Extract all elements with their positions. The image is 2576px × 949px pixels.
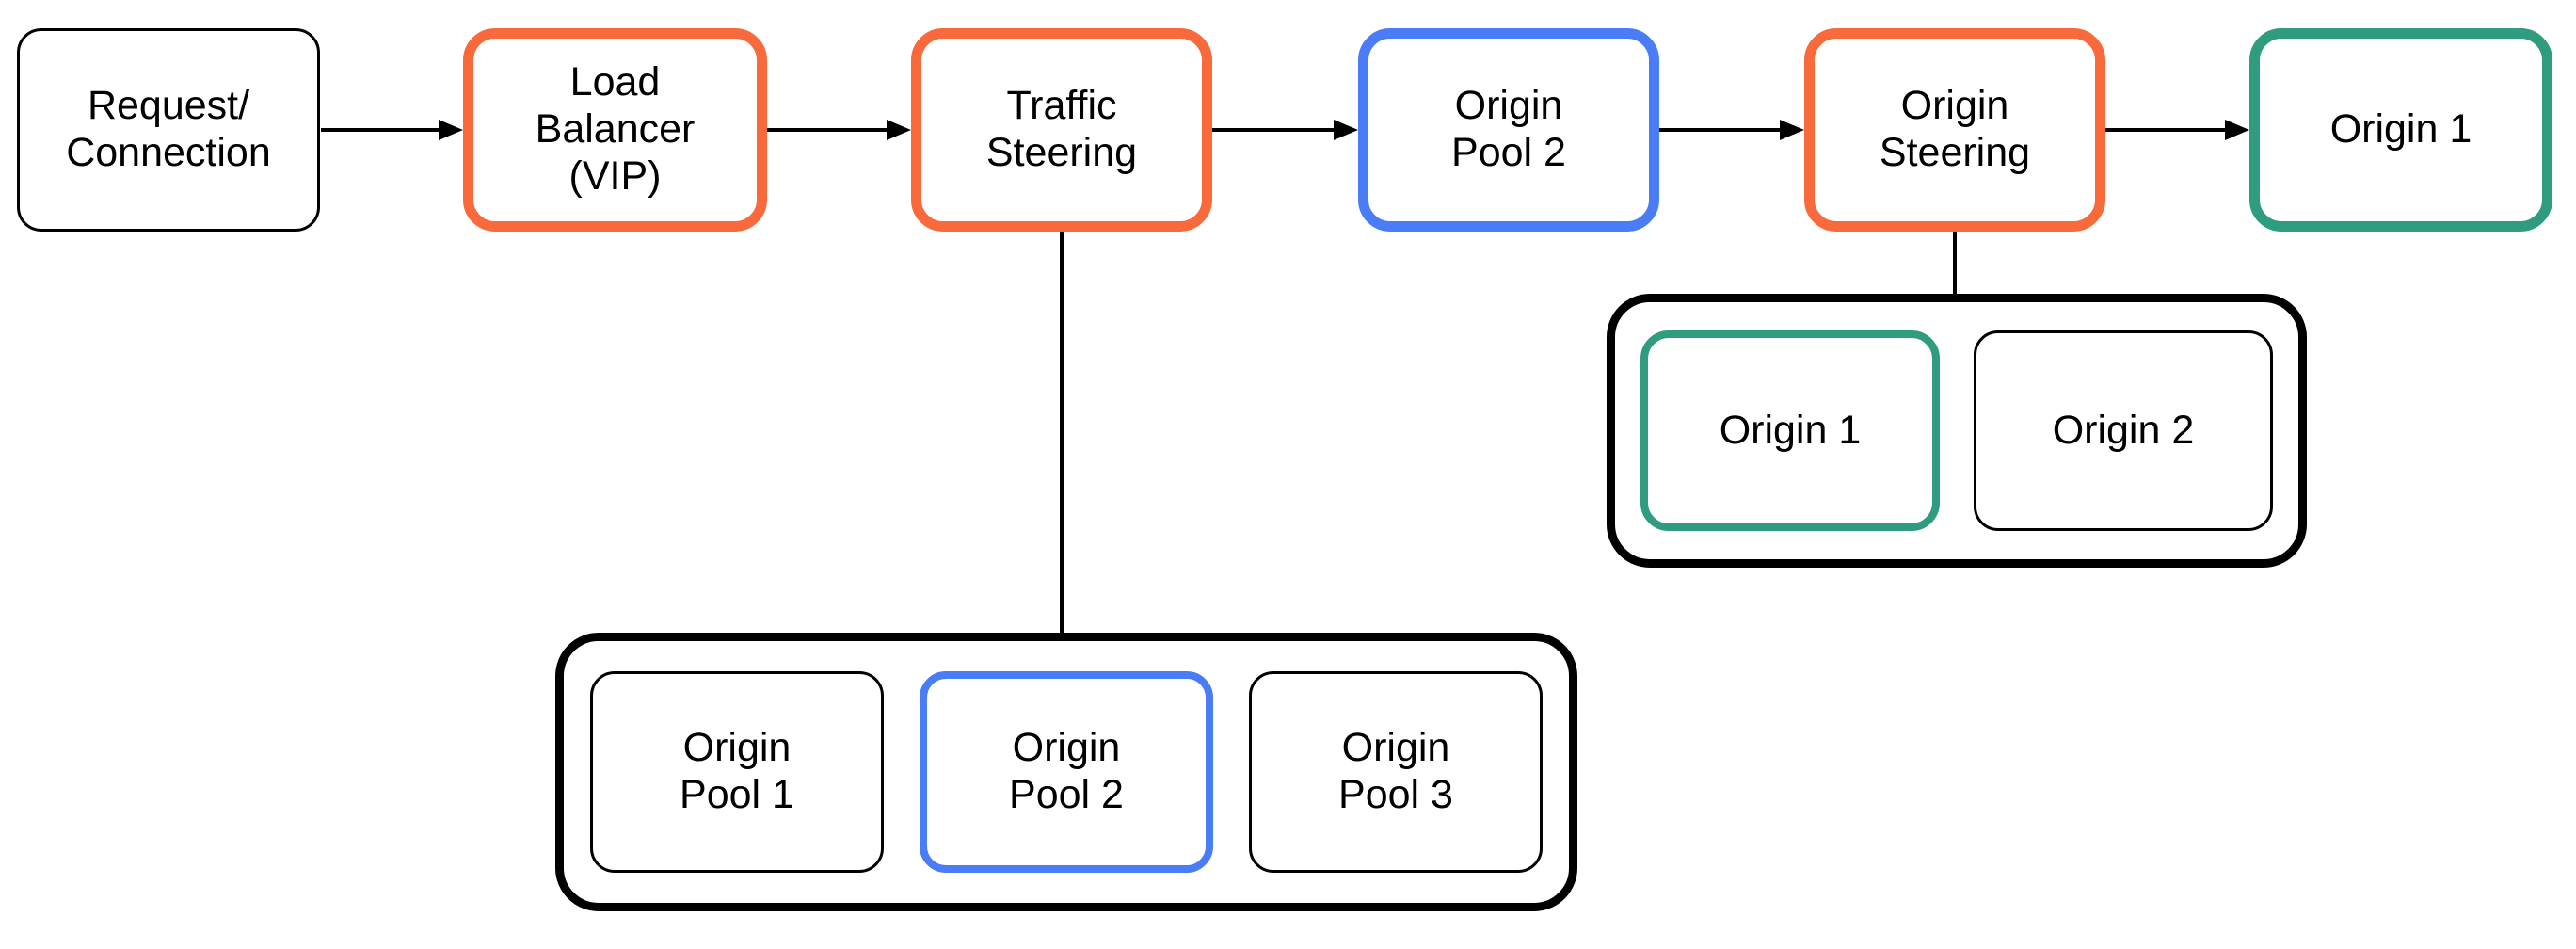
- origin-item-origin-1: Origin 1: [1640, 330, 1940, 531]
- node-origin-pool-2: Origin Pool 2: [1358, 28, 1659, 232]
- pool-item-origin-pool-2: Origin Pool 2: [920, 671, 1213, 873]
- arrow-origin-pool-2-to-origin-steering: [1659, 128, 1780, 132]
- node-request-connection: Request/ Connection: [17, 28, 320, 232]
- pool-item-origin-pool-1: Origin Pool 1: [590, 671, 884, 873]
- node-traffic-steering: Traffic Steering: [911, 28, 1212, 232]
- arrow-load-balancer-to-traffic-steering: [767, 128, 887, 132]
- origin-item-origin-2: Origin 2: [1974, 330, 2273, 531]
- arrow-origin-steering-to-origin-1: [2105, 128, 2225, 132]
- origin-group: Origin 1 Origin 2: [1607, 294, 2307, 568]
- node-load-balancer-vip: Load Balancer (VIP): [463, 28, 767, 232]
- arrow-traffic-steering-to-origin-pool-2: [1212, 128, 1334, 132]
- pool-item-origin-pool-3: Origin Pool 3: [1249, 671, 1543, 873]
- connector-origin-steering-to-origin-group: [1953, 232, 1957, 294]
- origin-pool-group: Origin Pool 1 Origin Pool 2 Origin Pool …: [555, 633, 1577, 911]
- node-origin-steering: Origin Steering: [1804, 28, 2105, 232]
- node-origin-1: Origin 1: [2249, 28, 2552, 232]
- arrow-request-to-load-balancer: [321, 128, 439, 132]
- connector-traffic-steering-to-pool-group: [1060, 232, 1064, 633]
